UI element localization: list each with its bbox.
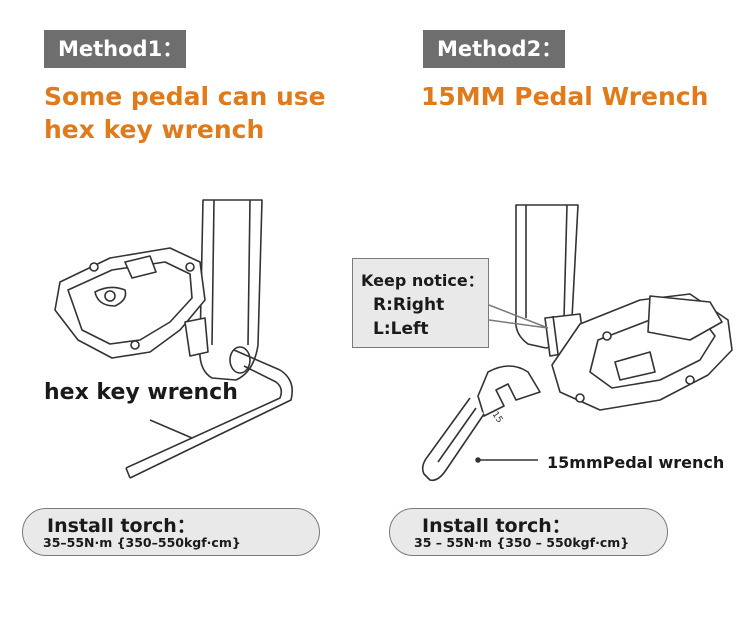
method2-install-torch-box: Install torch： 35 – 55N·m {350 – 550kgf·… [389, 508, 668, 556]
keep-notice-title: Keep notice： [361, 271, 484, 290]
method1-tag: Method1： [44, 30, 186, 68]
method1-headline-line2: hex key wrench [44, 115, 265, 144]
hex-key-wrench-illustration [125, 346, 293, 479]
method2-install-torch-title: Install torch： [422, 515, 571, 537]
method2-headline: 15MM Pedal Wrench [421, 82, 709, 111]
notice-pointer-line [488, 304, 549, 329]
method1-headline: Some pedal can use hex key wrench [44, 80, 344, 146]
method1-install-torch-title: Install torch： [47, 515, 196, 537]
right-pedal-illustration [544, 293, 733, 411]
notice-left-thread: L:Left [373, 319, 429, 339]
method1-headline-line1: Some pedal can use [44, 82, 326, 111]
keep-notice-box: Keep notice： R:Right L:Left [352, 258, 489, 348]
left-crank-arm-illustration [198, 199, 263, 381]
method1-install-torch-box: Install torch： 35–55N·m {350–550kgf·cm} [22, 508, 320, 556]
method2-tag: Method2： [423, 30, 565, 68]
method1-install-torch-value: 35–55N·m {350–550kgf·cm} [43, 535, 241, 550]
pedal-wrench-label: 15mmPedal wrench [547, 453, 725, 472]
method2-install-torch-value: 35 – 55N·m {350 – 550kgf·cm} [414, 535, 630, 550]
left-pedal-illustration [54, 247, 209, 359]
hex-key-label: hex key wrench [44, 380, 238, 405]
wrench-label-leader [475, 457, 538, 463]
notice-right-thread: R:Right [373, 295, 445, 315]
pedal-wrench-illustration [421, 365, 541, 482]
